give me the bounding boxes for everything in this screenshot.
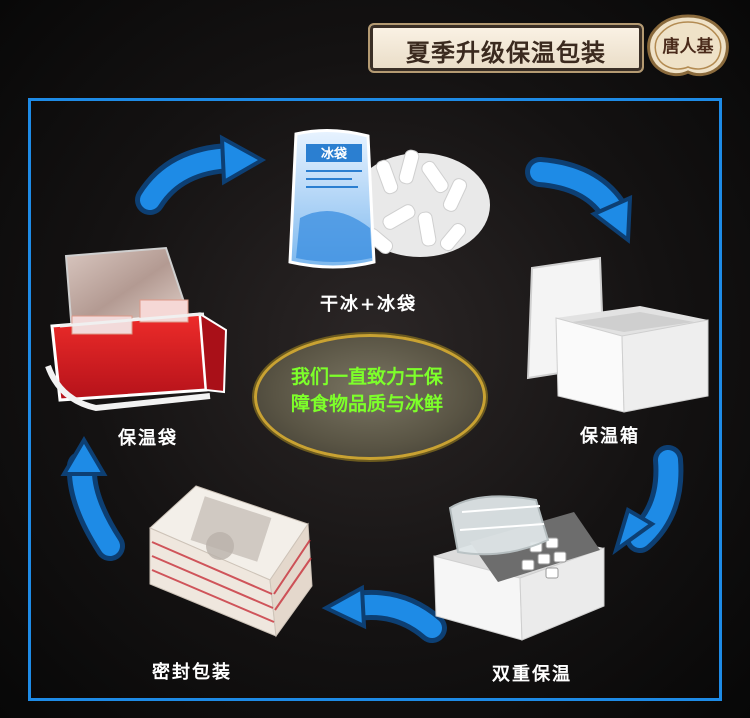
arrow-bottom — [321, 584, 447, 643]
arrow-top-right — [525, 157, 633, 244]
page-title: 夏季升级保温包装 — [406, 39, 606, 67]
double-insulation-image — [433, 495, 605, 641]
caption-dry-ice: 干冰+冰袋 — [320, 294, 418, 315]
cycle-frame — [28, 98, 722, 701]
logo-text: 唐人基 — [662, 37, 714, 57]
title-banner: 夏季升级保温包装 — [368, 23, 644, 73]
slogan-line-2: 障食物品质与冰鲜 — [290, 393, 443, 415]
slogan: 我们一直致力于保 障食物品质与冰鲜 — [254, 364, 480, 418]
slogan-line-1: 我们一直致力于保 — [290, 366, 443, 388]
caption-double-insulation: 双重保温 — [492, 664, 572, 685]
sealed-package-image — [149, 485, 313, 638]
insulated-bag-image — [45, 246, 228, 412]
caption-insulated-bag: 保温袋 — [118, 428, 178, 449]
arrow-left — [60, 436, 125, 561]
caption-sealed: 密封包装 — [152, 662, 232, 683]
arrow-top-left — [135, 134, 267, 215]
center-ellipse — [254, 334, 486, 460]
arrow-right — [612, 445, 684, 556]
ice-bag-label: 冰袋 — [321, 146, 348, 162]
caption-foam-box: 保温箱 — [580, 426, 640, 447]
ice-bag-image: 冰袋 — [288, 128, 490, 269]
foam-box-image — [526, 256, 709, 413]
brand-logo — [647, 14, 729, 77]
